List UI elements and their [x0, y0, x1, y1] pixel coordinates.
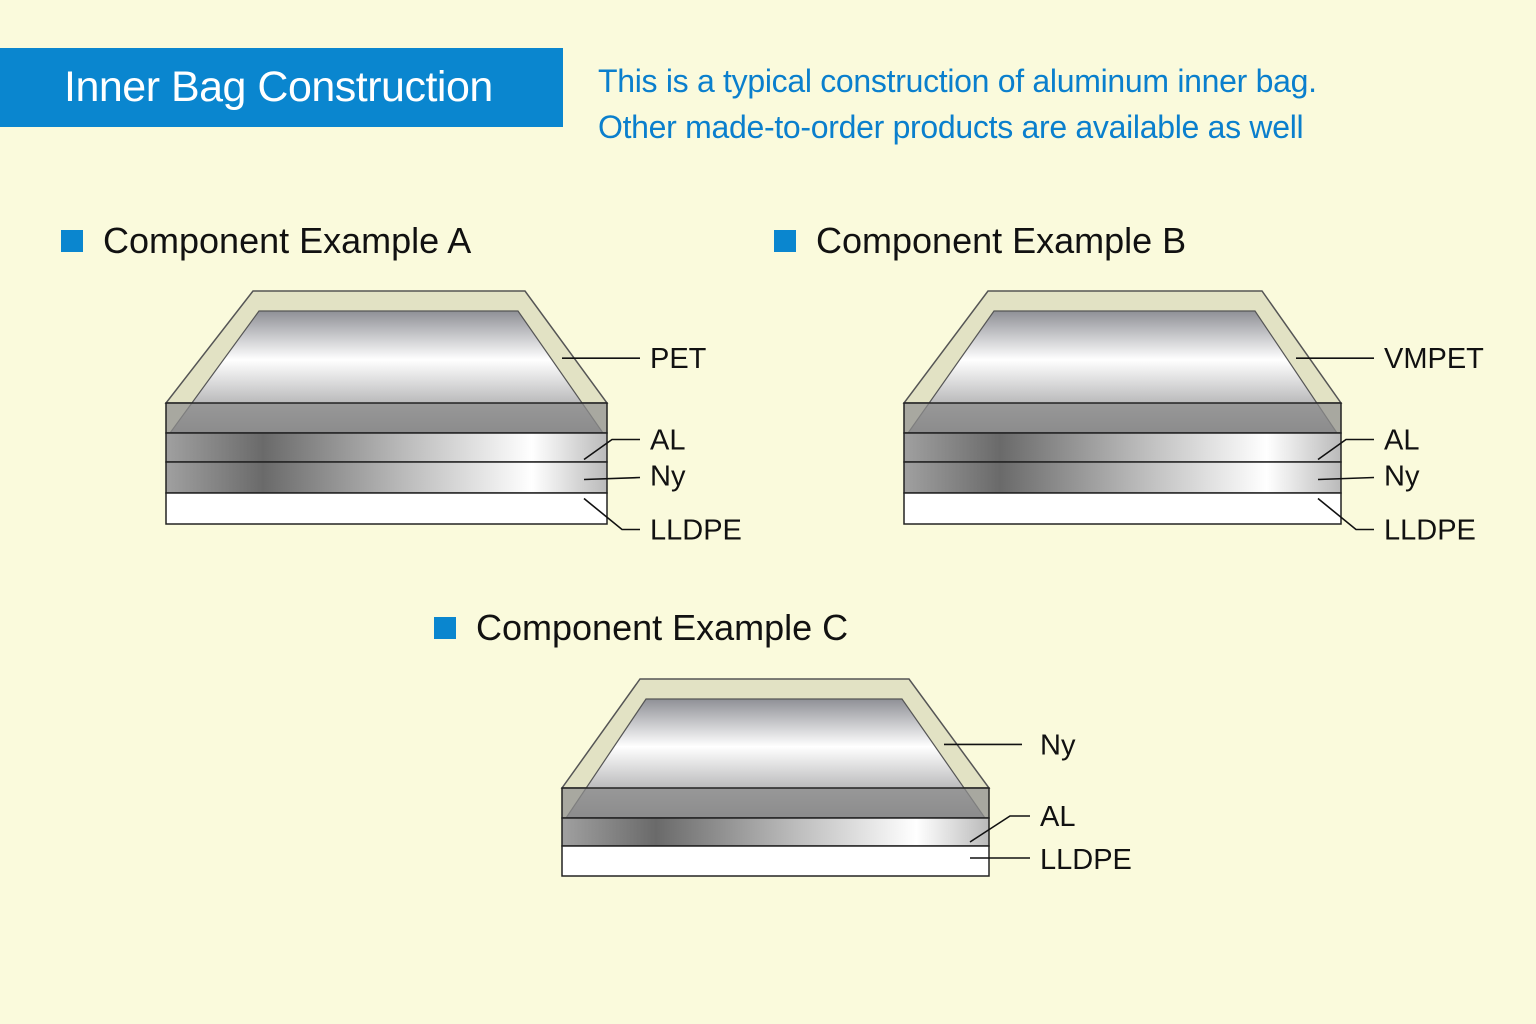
title-banner: Inner Bag Construction: [0, 48, 563, 127]
layer-band: [903, 432, 1342, 463]
layer-label-ny: Ny: [650, 461, 686, 493]
layer-label-al: AL: [1040, 801, 1075, 833]
layer-label-pet: PET: [650, 343, 707, 375]
layer-label-ny: Ny: [1384, 461, 1420, 493]
intro-line-2: Other made-to-order products are availab…: [598, 109, 1304, 145]
layer-band: [561, 845, 990, 877]
leader-line: [583, 476, 641, 481]
layer-label-lldpe: LLDPE: [1040, 844, 1132, 876]
bullet-square-icon: [434, 617, 456, 639]
layer-band: [561, 817, 990, 847]
layer-label-al: AL: [1384, 425, 1419, 457]
layer-band: [561, 787, 990, 819]
heading-example-b: Component Example B: [774, 220, 1186, 262]
layer-band: [165, 432, 608, 463]
layer-label-lldpe: LLDPE: [650, 515, 742, 547]
layer-band: [903, 402, 1342, 434]
layer-band: [165, 402, 608, 434]
page-title: Inner Bag Construction: [64, 63, 493, 111]
heading-text: Component Example A: [103, 220, 472, 261]
heading-example-a: Component Example A: [61, 220, 471, 262]
leader-line: [1317, 438, 1374, 461]
bullet-square-icon: [61, 230, 83, 252]
layer-label-vmpet: VMPET: [1384, 343, 1484, 375]
heading-example-c: Component Example C: [434, 607, 848, 649]
leader-line: [1317, 476, 1375, 481]
heading-text: Component Example C: [476, 607, 849, 648]
layer-band: [903, 461, 1342, 494]
leader-line: [969, 815, 1030, 843]
leader-line: [583, 497, 640, 531]
layer-band: [165, 492, 608, 525]
leader-line: [583, 438, 640, 461]
layer-label-al: AL: [650, 425, 685, 457]
layer-band: [165, 461, 608, 494]
intro-text: This is a typical construction of alumin…: [598, 58, 1317, 150]
heading-text: Component Example B: [816, 220, 1187, 261]
intro-line-1: This is a typical construction of alumin…: [598, 63, 1317, 99]
leader-line: [1317, 497, 1374, 531]
bullet-square-icon: [774, 230, 796, 252]
layer-label-lldpe: LLDPE: [1384, 515, 1476, 547]
layer-label-ny: Ny: [1040, 729, 1076, 761]
layer-band: [903, 492, 1342, 525]
